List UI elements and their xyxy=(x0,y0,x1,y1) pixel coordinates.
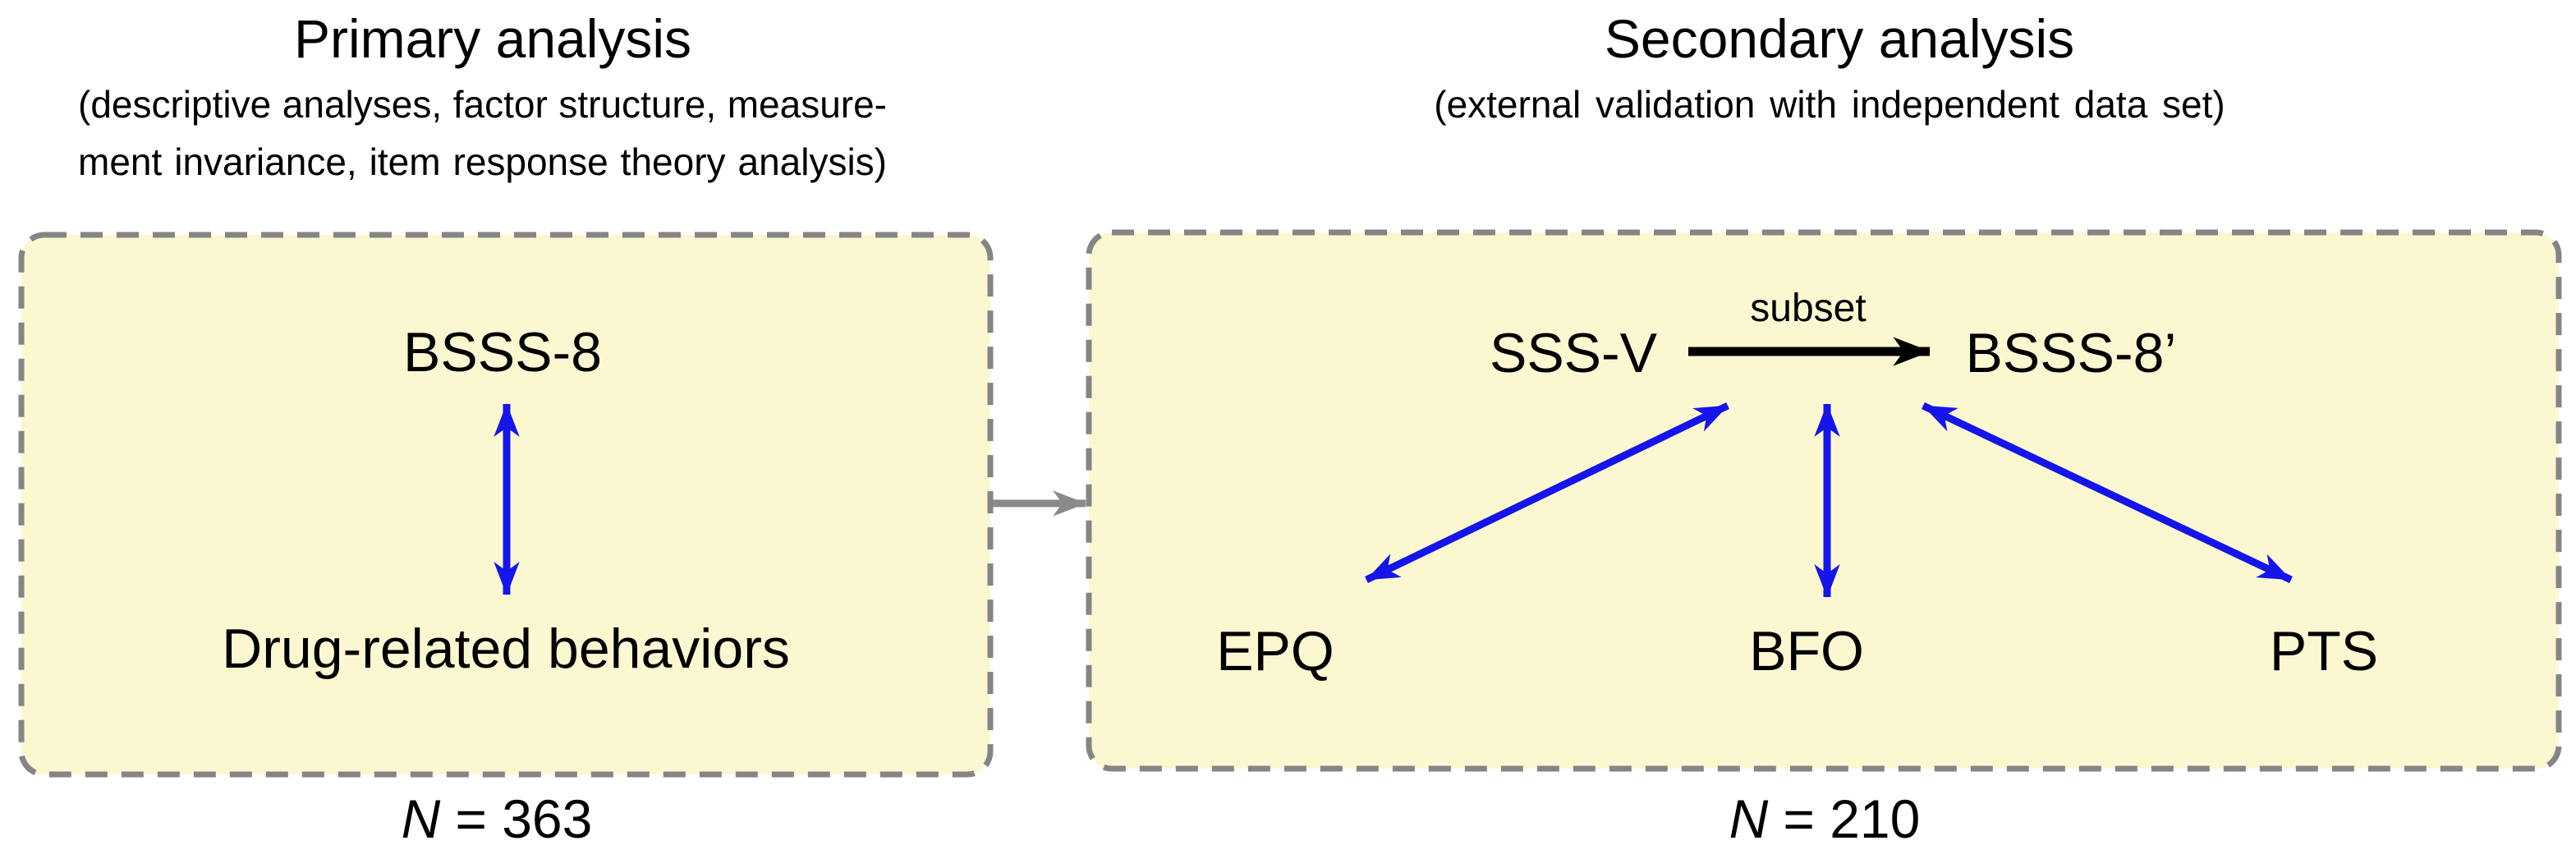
bsss8prime-pts-arrow xyxy=(1922,402,2293,584)
node-sss-v: SSS-V xyxy=(1489,322,1658,384)
secondary-title: Secondary analysis xyxy=(1604,8,2075,69)
node-bsss8: BSSS-8 xyxy=(403,321,602,384)
primary-sample-symbol: N xyxy=(401,788,441,849)
primary-title: Primary analysis xyxy=(293,8,692,69)
secondary-subtitle: (external validation with independent da… xyxy=(1434,83,2225,126)
node-bfo: BFO xyxy=(1749,620,1864,682)
primary-sample-size: N= 363 xyxy=(401,788,593,849)
node-pts: PTS xyxy=(2269,620,2379,682)
secondary-sample-value: = 210 xyxy=(1783,788,1921,849)
primary-subtitle-line-2: ment invariance, item response theory an… xyxy=(78,140,887,183)
subset-edge-label: subset xyxy=(1750,287,1867,330)
node-epq: EPQ xyxy=(1216,620,1334,682)
secondary-sample-symbol: N xyxy=(1729,788,1769,849)
node-bsss8-prime: BSSS-8’ xyxy=(1965,322,2177,384)
node-drug-related-behaviors: Drug-related behaviors xyxy=(222,618,790,680)
primary-sample-value: = 363 xyxy=(455,788,593,849)
primary-subtitle-line-1: (descriptive analyses, factor structure,… xyxy=(78,83,887,126)
sssv-epq-arrow xyxy=(1365,402,1729,584)
secondary-sample-size: N= 210 xyxy=(1729,788,1921,849)
